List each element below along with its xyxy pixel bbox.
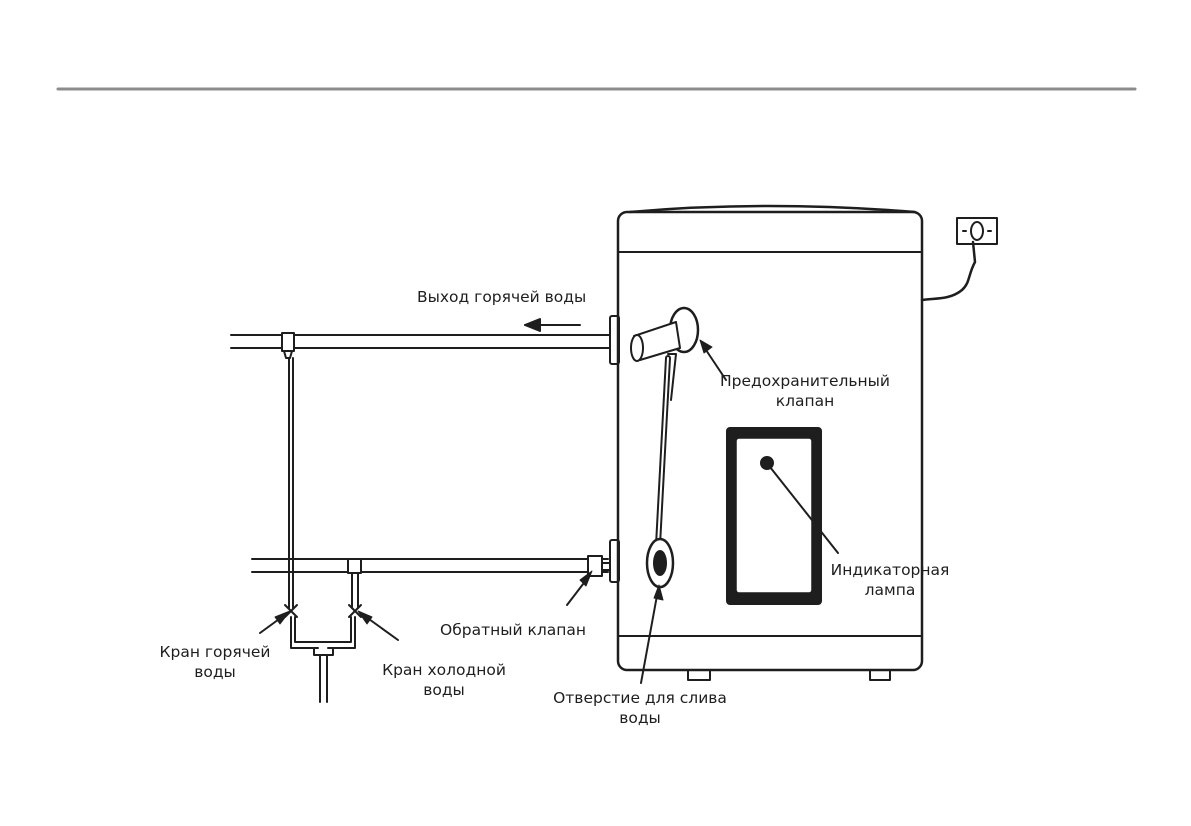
- label-hot-water-tap-line2: воды: [194, 663, 236, 681]
- outlet-flow-arrow-icon: [524, 318, 581, 332]
- power-cable: [920, 240, 977, 302]
- label-check-valve: Обратный клапан: [440, 621, 587, 639]
- drain-hole-icon: [645, 537, 675, 589]
- label-indicator-lamp-line1: Индикаторная: [830, 561, 950, 579]
- water-heater-tank: [609, 204, 924, 681]
- hot-branch-pipe: [288, 357, 294, 609]
- leader-lines: [259, 339, 839, 684]
- cold-water-pipe: [251, 558, 609, 609]
- label-cold-water-tap-line2: воды: [423, 681, 465, 699]
- label-cold-water-tap-line1: Кран холодной: [382, 661, 506, 679]
- label-safety-valve-line1: Предохранительный: [719, 372, 890, 390]
- label-drain-hole: Отверстие для слива воды: [545, 688, 735, 728]
- hot-water-pipe: [230, 332, 611, 359]
- label-indicator-lamp: Индикаторная лампа: [820, 560, 960, 600]
- label-indicator-lamp-line2: лампа: [864, 581, 916, 599]
- label-hot-water-outlet: Выход горячей воды: [417, 288, 587, 306]
- mixer-pipe: [290, 616, 356, 703]
- label-drain-hole-line1: Отверстие для слива: [553, 689, 727, 707]
- cold-water-tap-icon: [348, 604, 362, 618]
- label-safety-valve: Предохранительный клапан: [712, 371, 898, 411]
- label-hot-water-tap: Кран горячей воды: [150, 642, 280, 682]
- label-drain-hole-line2: воды: [619, 709, 661, 727]
- safety-valve-icon: [630, 306, 700, 548]
- label-cold-water-tap: Кран холодной воды: [374, 660, 514, 700]
- indicator-panel: [726, 427, 822, 605]
- label-safety-valve-line2: клапан: [775, 392, 835, 410]
- power-socket-icon: [956, 217, 998, 245]
- label-hot-water-tap-line1: Кран горячей: [159, 643, 271, 661]
